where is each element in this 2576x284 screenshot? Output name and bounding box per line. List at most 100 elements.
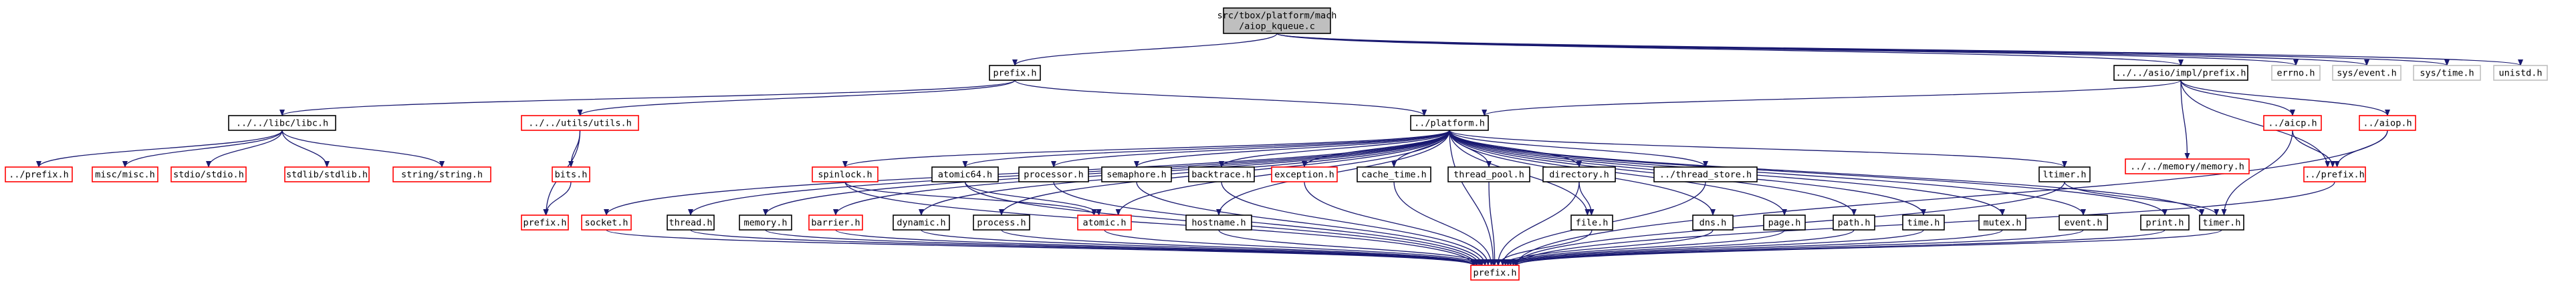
node-label: /aiop_kqueue.c — [1239, 21, 1315, 32]
node-box — [1763, 215, 1806, 231]
node-label: prefix.h — [523, 218, 566, 229]
file-node-string-string[interactable]: string/string.h — [392, 166, 491, 182]
file-node-unistd-h[interactable]: unistd.h — [2493, 65, 2548, 81]
node-box — [2359, 115, 2416, 131]
file-node-thread-store[interactable]: ../thread_store.h — [1653, 166, 1758, 182]
node-label: errno.h — [2277, 68, 2315, 79]
file-node-root[interactable]: src/tbox/platform/mach/aiop_kqueue.c — [1217, 7, 1337, 34]
file-node-print[interactable]: print.h — [2140, 215, 2190, 231]
edge-libc-libc-to-stdlib-stdlib — [281, 130, 330, 168]
file-node-dynamic[interactable]: dynamic.h — [893, 215, 950, 231]
file-node-platform-h[interactable]: ../platform.h — [1410, 115, 1489, 131]
node-box — [2140, 215, 2190, 231]
file-node-hostname[interactable]: hostname.h — [1185, 215, 1252, 231]
file-node-memory[interactable]: memory.h — [739, 215, 792, 231]
file-node-event[interactable]: event.h — [2059, 215, 2108, 231]
file-node-libc-prefix[interactable]: ../prefix.h — [5, 166, 73, 182]
node-label: ../../utils/utils.h — [528, 118, 631, 129]
file-node-directory[interactable]: directory.h — [1542, 166, 1616, 182]
file-node-path[interactable]: path.h — [1833, 215, 1875, 231]
edge-backtrace-to-b-prefix — [1221, 181, 1488, 266]
node-label: ../aiop.h — [2363, 118, 2412, 129]
node-box — [2199, 215, 2244, 231]
file-node-atomic64[interactable]: atomic64.h — [931, 166, 999, 182]
file-node-time[interactable]: time.h — [1902, 215, 1945, 231]
file-node-dns[interactable]: dns.h — [1692, 215, 1734, 231]
edge-libc-libc-to-stdio-stdio — [206, 130, 283, 168]
node-box — [989, 65, 1041, 81]
file-node-stdlib-stdlib[interactable]: stdlib/stdlib.h — [284, 166, 370, 182]
edge-spinlock-to-atomic — [844, 181, 1097, 216]
file-node-errno-h[interactable]: errno.h — [2271, 65, 2321, 81]
node-label: dynamic.h — [897, 218, 945, 229]
node-label: stdlib/stdlib.h — [286, 170, 368, 180]
edge-processor-to-b-prefix — [1053, 181, 1482, 266]
node-box — [1978, 215, 2026, 231]
edge-cache-time-to-b-prefix — [1393, 181, 1494, 266]
file-node-timer[interactable]: timer.h — [2199, 215, 2244, 231]
edge-prefix-h-to-utils-utils — [577, 80, 1016, 116]
node-box — [5, 166, 73, 182]
file-node-sys-event-h[interactable]: sys/event.h — [2332, 65, 2402, 81]
node-box — [1185, 215, 1252, 231]
file-node-dot-aiop[interactable]: ../aiop.h — [2359, 115, 2416, 131]
edge-socket-to-b-prefix — [606, 229, 1476, 266]
node-box — [1542, 166, 1616, 182]
file-node-memory-memory[interactable]: ../../memory/memory.h — [2125, 158, 2250, 174]
file-node-cache-time[interactable]: cache_time.h — [1357, 166, 1431, 182]
edge-barrier-to-b-prefix — [835, 229, 1476, 266]
file-node-sys-time-h[interactable]: sys/time.h — [2413, 65, 2481, 81]
file-node-backtrace[interactable]: backtrace.h — [1188, 166, 1255, 182]
edge-platform-h-to-event — [1449, 130, 2086, 216]
node-label: ../prefix.h — [9, 170, 68, 180]
node-label: src/tbox/platform/mach — [1217, 11, 1337, 21]
file-node-process[interactable]: process.h — [973, 215, 1030, 231]
node-box — [92, 166, 158, 182]
file-node-prefix-h[interactable]: prefix.h — [989, 65, 1041, 81]
edge-thread-pool-to-b-prefix — [1488, 181, 1498, 266]
file-node-file[interactable]: file.h — [1570, 215, 1613, 231]
file-node-stdio-stdio[interactable]: stdio/stdio.h — [170, 166, 247, 182]
edge-root-to-sys-event-h — [1276, 33, 2369, 66]
file-node-thread[interactable]: thread.h — [667, 215, 715, 231]
node-label: barrier.h — [811, 218, 860, 229]
file-node-misc-misc[interactable]: misc/misc.h — [92, 166, 158, 182]
node-box — [893, 215, 950, 231]
file-node-thread-pool[interactable]: thread_pool.h — [1447, 166, 1530, 182]
file-node-asio-prefix[interactable]: ../../asio/impl/prefix.h — [2113, 65, 2248, 81]
file-node-socket[interactable]: socket.h — [581, 215, 632, 231]
node-box — [1101, 166, 1172, 182]
node-label: ../aicp.h — [2268, 118, 2317, 129]
file-node-utils-utils[interactable]: ../../utils/utils.h — [521, 115, 639, 131]
file-node-mutex[interactable]: mutex.h — [1978, 215, 2026, 231]
node-box — [1271, 166, 1338, 182]
file-node-u-prefix[interactable]: prefix.h — [521, 215, 569, 231]
file-node-ltimer[interactable]: ltimer.h — [2038, 166, 2091, 182]
node-label: spinlock.h — [818, 170, 872, 180]
file-node-atomic[interactable]: atomic.h — [1077, 215, 1132, 231]
edge-libc-libc-to-string-string — [281, 130, 445, 168]
edge-atomic-to-b-prefix — [1104, 229, 1484, 266]
edge-dns-to-b-prefix — [1500, 229, 1714, 266]
file-node-processor[interactable]: processor.h — [1018, 166, 1089, 182]
file-node-l-prefix[interactable]: ../prefix.h — [2303, 166, 2366, 182]
file-node-semaphore[interactable]: semaphore.h — [1101, 166, 1172, 182]
node-box — [581, 215, 632, 231]
file-node-barrier[interactable]: barrier.h — [808, 215, 863, 231]
edge-process-to-b-prefix — [1001, 229, 1480, 266]
node-box — [2271, 65, 2321, 81]
file-node-exception[interactable]: exception.h — [1271, 166, 1338, 182]
file-node-dot-aicp[interactable]: ../aicp.h — [2263, 115, 2322, 131]
node-box — [2113, 65, 2248, 81]
edge-platform-h-to-timer — [1449, 130, 2205, 216]
node-box — [1833, 215, 1875, 231]
file-node-libc-libc[interactable]: ../../libc/libc.h — [228, 115, 336, 131]
edge-dynamic-to-b-prefix — [921, 229, 1477, 266]
file-node-bits-h[interactable]: bits.h — [552, 166, 590, 182]
file-node-spinlock[interactable]: spinlock.h — [812, 166, 879, 182]
node-label: time.h — [1907, 218, 1940, 229]
node-box — [2059, 215, 2108, 231]
file-node-page[interactable]: page.h — [1763, 215, 1806, 231]
node-box — [1410, 115, 1489, 131]
file-node-b-prefix[interactable]: prefix.h — [1470, 265, 1520, 281]
